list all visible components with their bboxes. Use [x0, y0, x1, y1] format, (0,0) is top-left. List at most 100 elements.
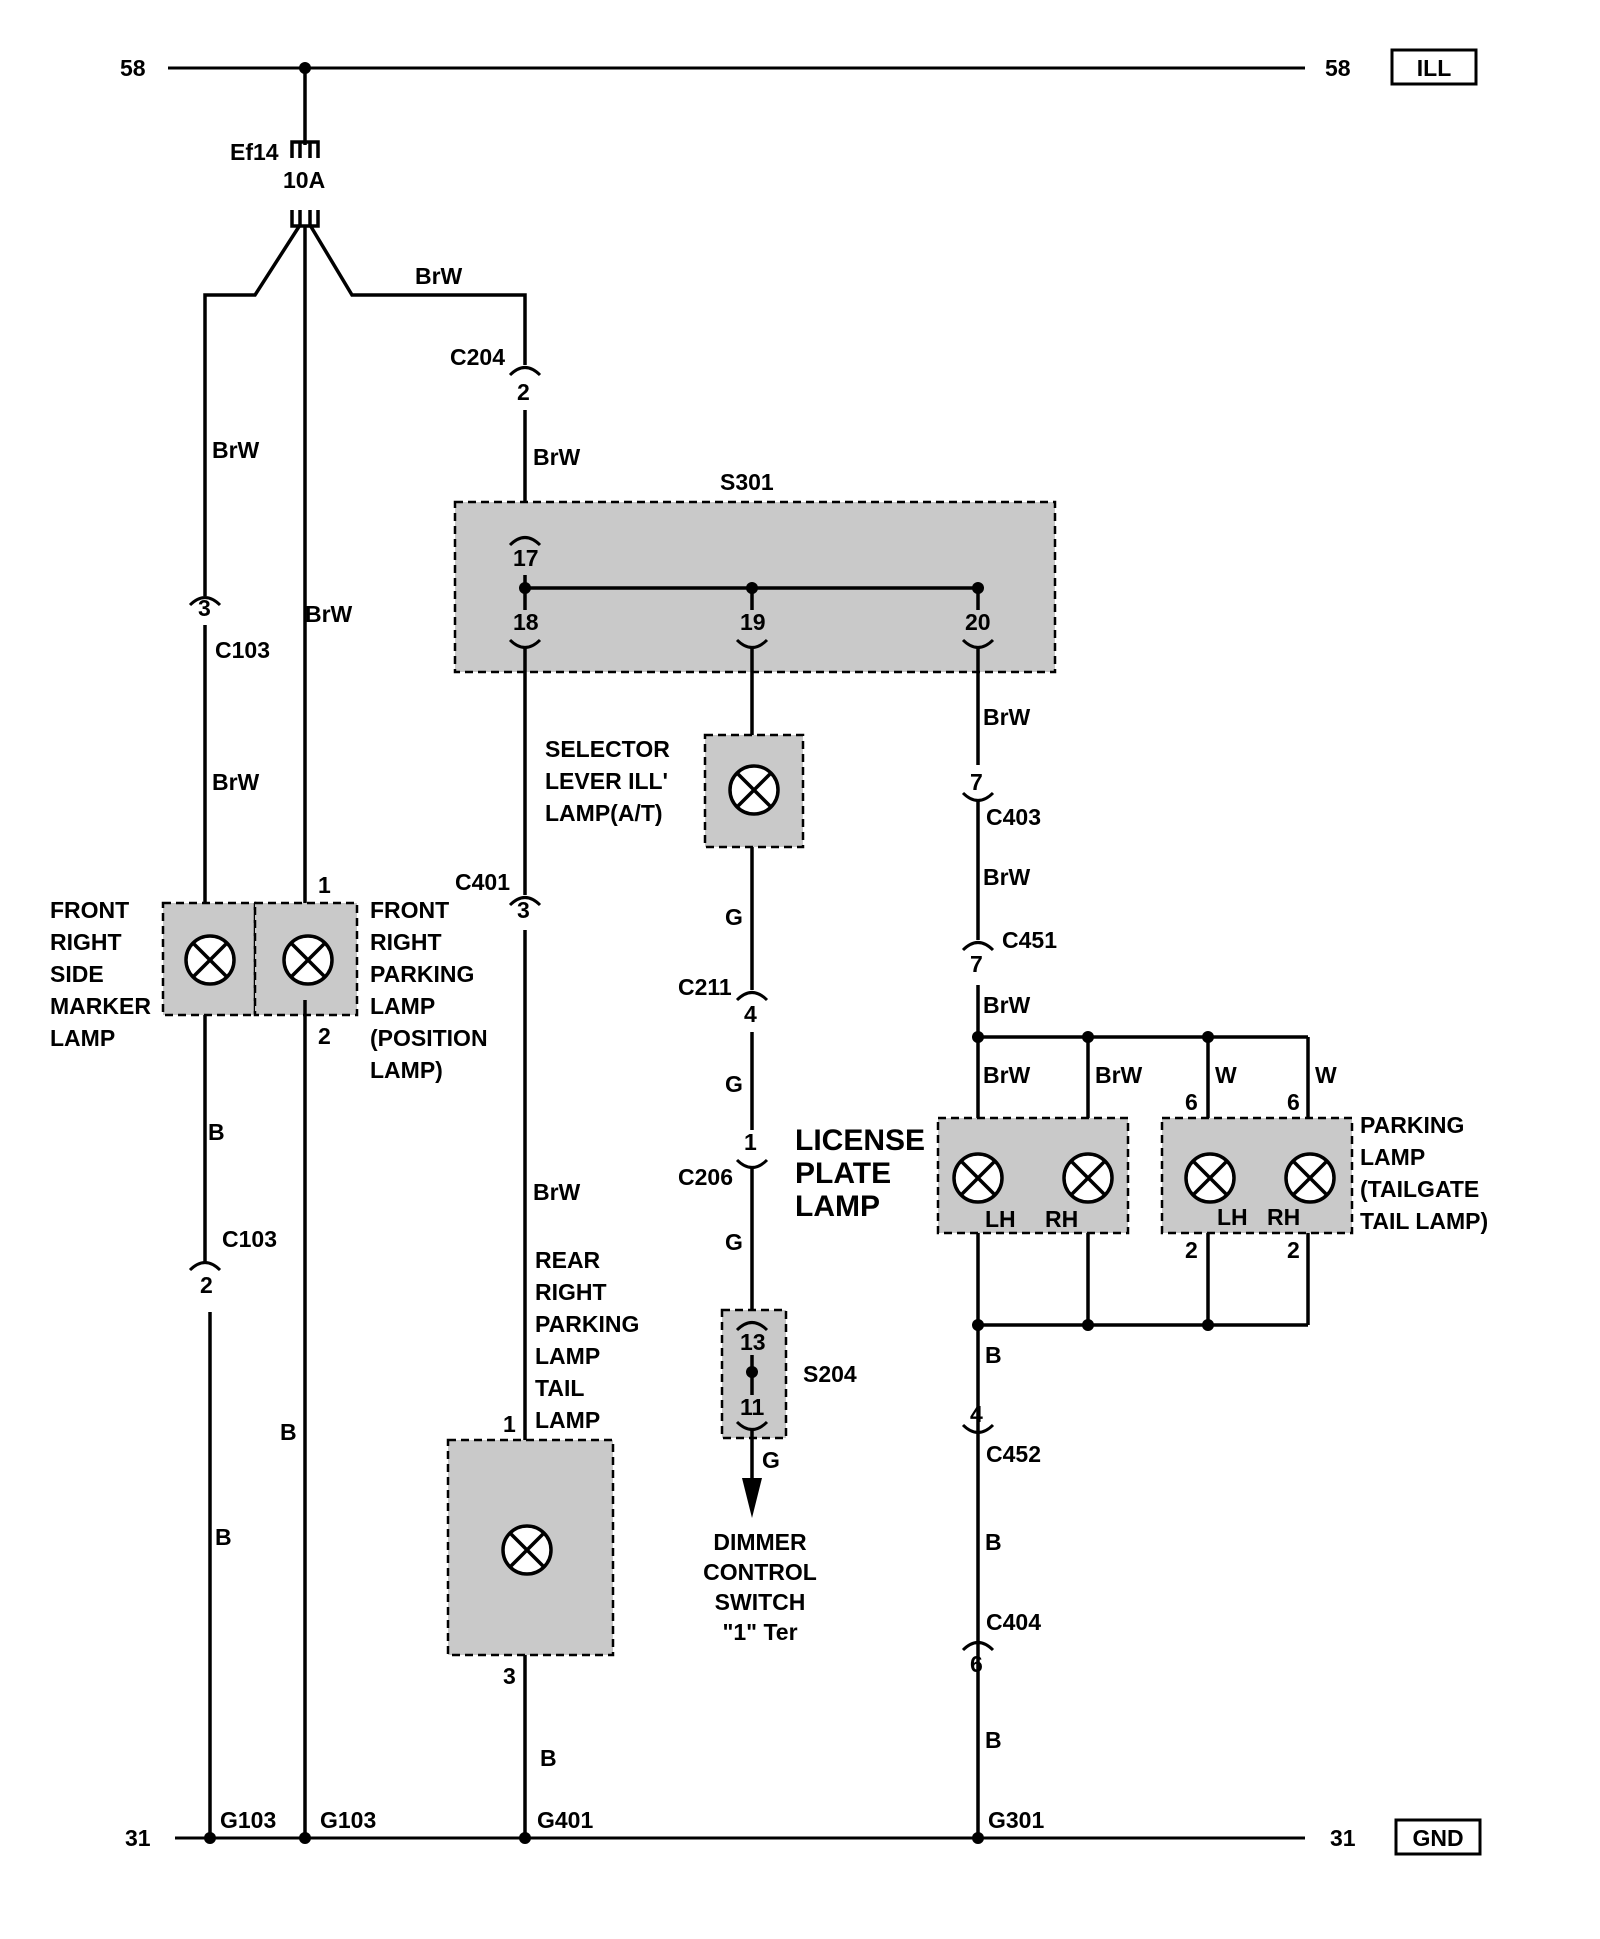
connector-c404 — [961, 1641, 995, 1652]
wire-color-g: G — [762, 1447, 780, 1473]
front-side-marker-label-2: RIGHT — [50, 929, 122, 955]
s204-pin-13: 13 — [740, 1329, 766, 1355]
fuse-symbol-bottom — [290, 210, 320, 228]
s204-pin-13-connector — [735, 1321, 769, 1332]
c204-pin: 2 — [517, 379, 530, 405]
c403-pin: 7 — [970, 769, 983, 795]
c211-label: C211 — [678, 974, 732, 1000]
license-plate-label-2: PLATE — [795, 1157, 891, 1190]
junction-dot — [1202, 1319, 1214, 1331]
license-lh-lamp-icon — [952, 1152, 1004, 1204]
wire-color-brw: BrW — [212, 437, 260, 463]
c452-pin: 4 — [970, 1401, 983, 1427]
wire-color-b: B — [280, 1419, 297, 1445]
front-parking-pin-bottom: 2 — [318, 1023, 331, 1049]
ill-badge: ILL — [1417, 55, 1452, 81]
wire-color-brw: BrW — [983, 992, 1031, 1018]
license-rh: RH — [1045, 1206, 1078, 1232]
wire-color-brw: BrW — [983, 864, 1031, 890]
wire-color-b: B — [208, 1119, 225, 1145]
rear-parking-label-2: RIGHT — [535, 1279, 607, 1305]
c206-label: C206 — [678, 1164, 733, 1190]
selector-lamp-icon — [728, 764, 780, 816]
parking-tailgate-label-2: LAMP — [1360, 1144, 1425, 1170]
tailgate-rh-pin-bottom: 2 — [1287, 1237, 1300, 1263]
wire-color-w: W — [1315, 1062, 1337, 1088]
wire-to-side-marker — [203, 224, 302, 596]
front-side-marker-label-5: LAMP — [50, 1025, 115, 1051]
junction-dot — [299, 1832, 311, 1844]
rear-parking-label-6: LAMP — [535, 1407, 600, 1433]
fuse-symbol-top — [290, 140, 320, 158]
wire-color-b: B — [215, 1524, 232, 1550]
junction-dot — [519, 582, 531, 594]
s204-pin-11-connector — [735, 1420, 769, 1431]
gnd-badge: GND — [1412, 1825, 1463, 1851]
front-parking-pin-top: 1 — [318, 872, 331, 898]
front-side-marker-lamp-icon — [184, 934, 236, 986]
junction-dot — [1082, 1031, 1094, 1043]
ground-g401: G401 — [537, 1807, 593, 1833]
wire-color-brw: BrW — [305, 601, 353, 627]
connector-c204 — [508, 366, 542, 377]
c206-pin: 1 — [744, 1129, 757, 1155]
s301-label: S301 — [720, 469, 774, 495]
junction-dot — [1202, 1031, 1214, 1043]
junction-dot — [519, 1832, 531, 1844]
wire-color-brw: BrW — [533, 444, 581, 470]
rail-58-right-number: 58 — [1325, 55, 1351, 81]
ground-g301: G301 — [988, 1807, 1044, 1833]
s301-pin-17: 17 — [513, 545, 539, 571]
fuse-name: Ef14 — [230, 139, 279, 165]
wire-to-c204 — [308, 224, 527, 365]
wire-color-g: G — [725, 1229, 743, 1255]
junction-dot — [204, 1832, 216, 1844]
junction-dot — [972, 1319, 984, 1331]
rear-parking-label-4: LAMP — [535, 1343, 600, 1369]
dimmer-label-1: DIMMER — [713, 1529, 807, 1555]
license-plate-label-3: LAMP — [795, 1190, 880, 1223]
rail-58-left-number: 58 — [120, 55, 146, 81]
connector-c103-top — [188, 596, 222, 607]
s204-pin-11: 11 — [740, 1394, 765, 1420]
wire-color-b: B — [985, 1342, 1002, 1368]
s301-pin-19: 19 — [740, 609, 766, 635]
c401-pin: 3 — [517, 897, 530, 923]
rear-parking-housing — [446, 1438, 615, 1657]
selector-label-3: LAMP(A/T) — [545, 800, 663, 826]
ground-g103-b: G103 — [320, 1807, 376, 1833]
c204-label: C204 — [450, 344, 505, 370]
rear-parking-label-5: TAIL — [535, 1375, 584, 1401]
arrow-down-icon — [742, 1478, 762, 1518]
rear-parking-pin-top: 1 — [503, 1411, 516, 1437]
front-parking-label-5: (POSITION — [370, 1025, 488, 1051]
license-plate-label-1: LICENSE — [795, 1124, 925, 1157]
wire-color-g: G — [725, 904, 743, 930]
c211-pin: 4 — [744, 1001, 757, 1027]
connector-c401 — [508, 896, 542, 907]
parking-tailgate-label-1: PARKING — [1360, 1112, 1464, 1138]
selector-label-1: SELECTOR — [545, 736, 670, 762]
connector-c452 — [961, 1423, 995, 1434]
junction-dot — [1082, 1319, 1094, 1331]
s204-label: S204 — [803, 1361, 857, 1387]
parking-tailgate-label-4: TAIL LAMP) — [1360, 1208, 1488, 1234]
tailgate-lh-pin-bottom: 2 — [1185, 1237, 1198, 1263]
c103-bottom-pin: 2 — [200, 1272, 213, 1298]
junction-dot — [972, 1031, 984, 1043]
rear-parking-label-3: PARKING — [535, 1311, 639, 1337]
front-side-marker-label-1: FRONT — [50, 897, 129, 923]
front-side-marker-label-3: SIDE — [50, 961, 104, 987]
rear-parking-pin-bottom: 3 — [503, 1663, 516, 1689]
license-lh: LH — [985, 1206, 1016, 1232]
s301-pin-20: 20 — [965, 609, 991, 635]
c451-pin: 7 — [970, 951, 983, 977]
c451-label: C451 — [1002, 927, 1057, 953]
front-parking-label-6: LAMP) — [370, 1057, 443, 1083]
wire-color-w: W — [1215, 1062, 1237, 1088]
rear-parking-label-1: REAR — [535, 1247, 601, 1273]
ill-badge-box — [1390, 48, 1478, 86]
c401-label: C401 — [455, 869, 510, 895]
wire-color-g: G — [725, 1071, 743, 1097]
